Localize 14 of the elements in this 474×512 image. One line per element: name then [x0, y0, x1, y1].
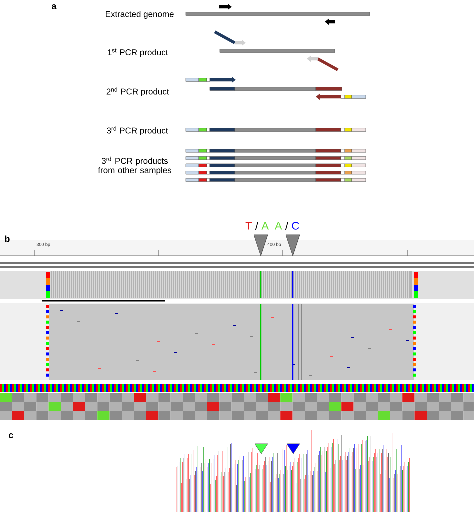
- panel-label: a: [52, 4, 57, 10]
- allele-label: /: [285, 222, 289, 230]
- row-label: Extracted genome: [106, 11, 174, 19]
- row-label: 2$^{nd}$ PCR product: [106, 88, 170, 96]
- allele-label: T: [246, 222, 252, 230]
- panel-label: b: [5, 236, 10, 242]
- panel-label: c: [9, 434, 14, 438]
- allele-label: A: [262, 222, 269, 230]
- row-label: 1$^{st}$ PCR product: [108, 48, 168, 58]
- row-label: 3$^{rd}$ PCR products from other samples: [98, 156, 172, 176]
- allele-label: A: [274, 222, 282, 230]
- row-label: 3$^{rd}$ PCR product: [107, 126, 168, 136]
- allele-label: C: [292, 222, 300, 230]
- allele-label: /: [255, 222, 259, 230]
